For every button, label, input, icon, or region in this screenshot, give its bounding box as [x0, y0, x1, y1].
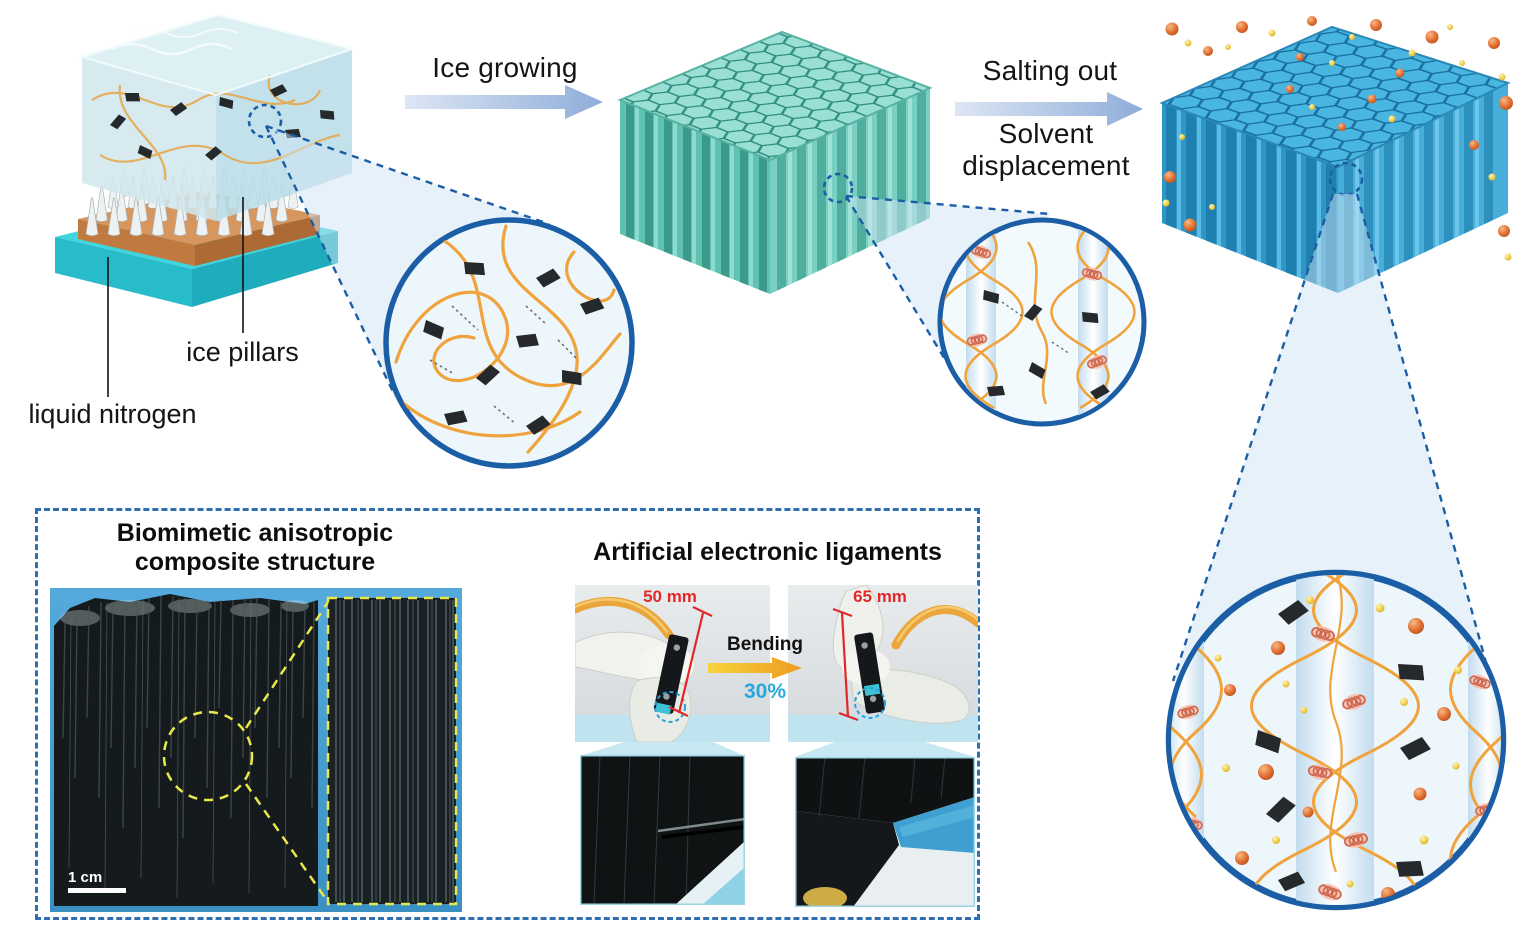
black-composite-sample — [54, 594, 318, 906]
ice-growing-label: Ice growing — [432, 52, 578, 83]
honeycomb-top-face — [617, 30, 933, 162]
magnifier-circle-salted — [1165, 569, 1507, 911]
material-texture — [818, 757, 946, 820]
magnifier-circle-channels — [937, 217, 1147, 427]
crosslink-bonds — [429, 305, 577, 425]
upper-flap — [795, 757, 975, 823]
salt-particles-yellow — [1162, 24, 1512, 261]
bending-label: Bending — [727, 634, 803, 655]
freezing-assembly — [55, 13, 356, 307]
magnifier-circle-network — [383, 217, 635, 469]
scale-bar-label: 1 cm — [68, 869, 102, 886]
composite-title-line1: Biomimetic anisotropic — [116, 519, 394, 547]
zoom-region-marker-knee-left — [654, 691, 686, 723]
knee-photo-after — [788, 585, 978, 742]
magnifier-cone-1 — [264, 124, 550, 397]
honeycomb-top-face-blue — [1159, 25, 1511, 169]
ligaments-title: Artificial electronic ligaments — [593, 538, 942, 566]
zoom-cone-right — [795, 737, 975, 757]
fiber-zoom-strip — [326, 596, 458, 906]
salted-scaffold-blue — [1159, 16, 1513, 293]
device-closeup-before — [580, 755, 745, 905]
zoom-region-marker-2 — [822, 172, 854, 204]
material-texture — [593, 755, 691, 905]
application-panel — [35, 508, 980, 920]
arrow-salting-out — [955, 92, 1143, 126]
ice-pillars-label: ice pillars — [186, 337, 299, 367]
crosslink-bonds — [1001, 301, 1071, 355]
measurement-line-right — [832, 607, 859, 722]
ligament-device — [653, 634, 689, 715]
porous-scaffold-teal — [617, 30, 933, 294]
zoom-region-marker-1 — [247, 103, 283, 139]
closed-notch — [657, 817, 745, 833]
zoom-region-marker-knee-right — [854, 687, 886, 719]
knee-photo-before — [575, 585, 770, 742]
frost-texture — [111, 28, 239, 56]
bending-arrow — [708, 657, 802, 679]
measurement-line-left — [668, 606, 713, 717]
liquid-nitrogen-label: liquid nitrogen — [28, 399, 197, 429]
composite-sample-photo: 1 cm — [50, 588, 462, 912]
lower-flap — [795, 811, 899, 907]
right-measurement-label: 65 mm — [853, 587, 907, 606]
strain-label: 30% — [743, 680, 787, 703]
left-measurement-label: 50 mm — [643, 587, 697, 606]
sample-zoom-line-bottom — [244, 783, 330, 903]
ligament-device — [854, 632, 885, 714]
scale-bar: 1 cm — [68, 869, 126, 893]
solvent-line1: Solvent — [998, 118, 1094, 149]
zoom-region-marker-3 — [1328, 161, 1364, 197]
salt-ions-small — [1214, 596, 1462, 888]
cable-fragment — [803, 887, 847, 907]
solvent-line2: displacement — [962, 150, 1130, 181]
salt-particles-orange — [1164, 16, 1513, 237]
sample-zoom-circle — [162, 710, 254, 802]
composite-title: Biomimetic anisotropic composite structu… — [55, 519, 455, 577]
salting-out-label: Salting out — [982, 55, 1118, 86]
arrow-ice-growing — [405, 85, 603, 119]
aligned-channel — [1296, 575, 1374, 905]
device-closeup-after — [795, 757, 975, 907]
solvent-displacement-label: Solvent displacement — [900, 118, 1192, 182]
composite-title-line2: composite structure — [134, 548, 376, 576]
magnifier-cone-3 — [1171, 193, 1495, 689]
